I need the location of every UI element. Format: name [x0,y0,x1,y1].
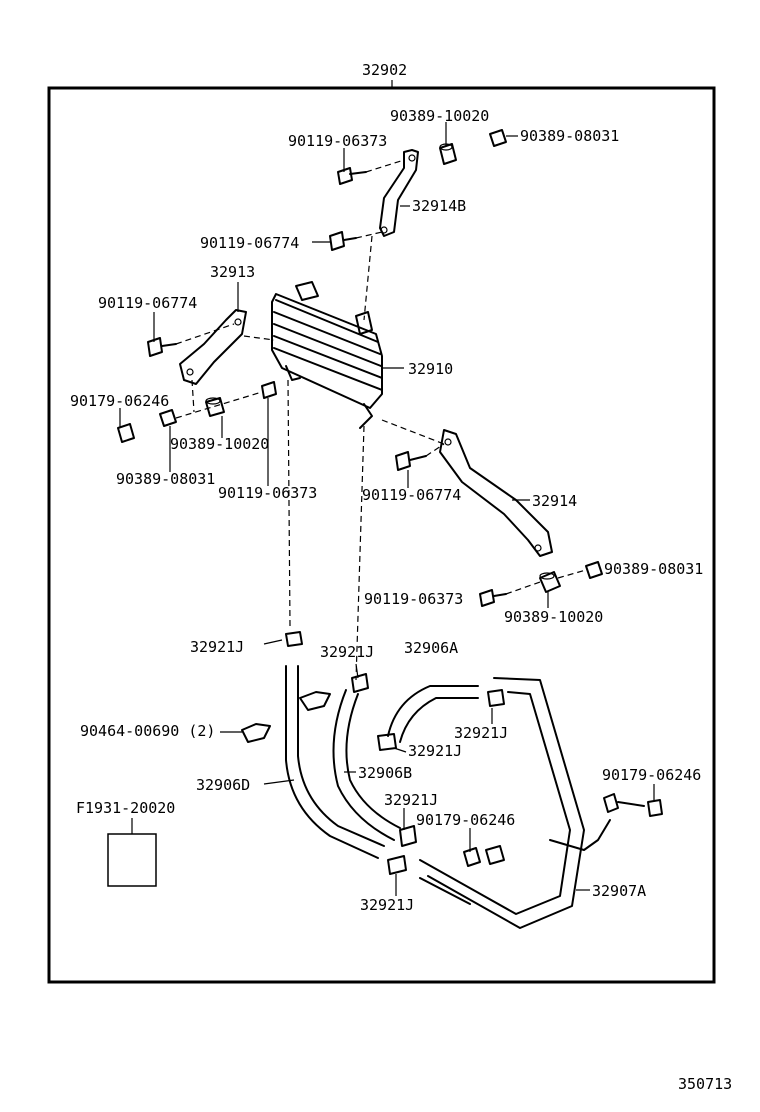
label-f1931-20020: F1931-20020 [76,799,175,817]
nut-90389-10020-low [539,571,561,593]
dash-32913-to-cooler [243,335,275,341]
nut-90389-08031-top [489,129,518,147]
label-32907a: 32907A [592,882,646,900]
bracket-32914b [379,149,419,237]
assembly-frame [47,86,716,984]
label-32906a: 32906A [404,639,458,657]
nut-90389-10020-top [439,143,457,165]
bolt-90179-06246-c [603,793,663,817]
label-box-f1931-20020 [107,833,157,887]
label-90119-06774-b: 90119-06774 [98,294,197,312]
clamp-32921j-a [285,631,303,647]
label-32921j-f: 32921J [360,896,414,914]
hose-32906a [387,685,479,743]
dash-bracket-to-cooler [363,235,373,321]
label-32921j-e: 32921J [384,791,438,809]
label-90179-06246-a: 90179-06246 [70,392,169,410]
clamp-32921j-b [351,673,369,693]
label-90119-06373-top: 90119-06373 [288,132,387,150]
bracket-32913 [179,309,247,385]
pipe-32907a [419,677,611,929]
clamp-32921j-f [387,855,407,875]
bolt-90119-06373-top [337,159,405,185]
clamp-32921j-c [487,689,505,707]
label-90119-06373-low: 90119-06373 [364,590,463,608]
clip-90464-00690 [241,691,331,743]
dash-cooler-to-32914 [381,419,445,445]
label-90389-08031-top: 90389-08031 [520,127,619,145]
label-90119-06373-mid: 90119-06373 [218,484,317,502]
label-32910: 32910 [408,360,453,378]
label-32914: 32914 [532,492,577,510]
bolt-90119-06373-mid [175,381,277,419]
clamp-32921j-d [377,733,397,751]
bolt-90119-06774-c [395,443,445,471]
label-90179-06246-c: 90179-06246 [416,811,515,829]
label-90179-06246-b: 90179-06246 [602,766,701,784]
label-32914b: 32914B [412,197,466,215]
hose-32906d [285,665,385,859]
label-32921j-b: 32921J [320,643,374,661]
bolt-90119-06774-b [147,323,235,357]
bolt-90119-06774-a [329,231,383,251]
washer-90389-08031-mid [159,409,177,427]
diagram-code: 350713 [678,1075,732,1093]
label-32906d: 32906D [196,776,250,794]
label-90389-10020-top: 90389-10020 [390,107,489,125]
dash-cooler-outlet [287,379,291,627]
label-32921j-c: 32921J [454,724,508,742]
leader-lines [119,122,655,896]
label-90389-08031-right: 90389-08031 [604,560,703,578]
label-90464-00690: 90464-00690 (2) [80,722,215,740]
clamp-32921j-e [399,825,417,847]
oil-cooler-32910 [271,281,383,429]
nut-90389-08031-right [557,561,603,579]
hose-32906b [332,689,401,841]
label-32921j-d: 32921J [408,742,462,760]
label-90389-10020-mid: 90389-10020 [170,435,269,453]
assembly-number: 32902 [362,61,407,79]
label-32921j-a: 32921J [190,638,244,656]
nut-90179-06246-b [463,845,505,867]
label-32906b: 32906B [358,764,412,782]
dash-cooler-inlet [355,425,365,681]
label-90389-08031-mid: 90389-08031 [116,470,215,488]
nut-90389-10020-mid [205,397,225,417]
dash-32913-down [191,379,195,413]
label-90119-06774-c: 90119-06774 [362,486,461,504]
label-90389-10020-low: 90389-10020 [504,608,603,626]
bracket-32914 [439,429,553,557]
label-32913: 32913 [210,263,255,281]
bolt-90119-06373-low [479,581,541,607]
label-90119-06774-a: 90119-06774 [200,234,299,252]
nut-90179-06246-a [117,423,135,443]
